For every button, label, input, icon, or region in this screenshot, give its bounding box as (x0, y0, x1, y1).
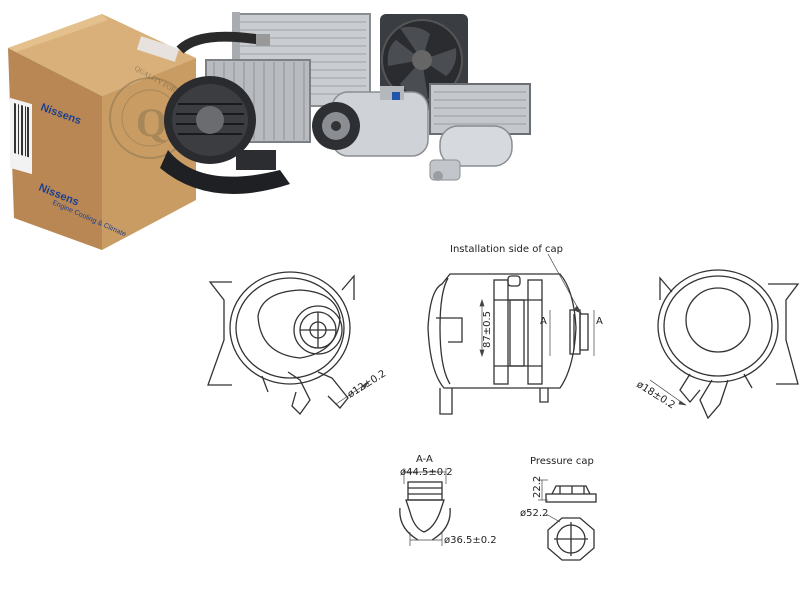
dim-aa-bottom: ø36.5±0.2 (444, 535, 497, 546)
cardboard-box: Nissens Nissens Engine Cooling & Climate… (8, 14, 264, 250)
seal-letter: Q (136, 100, 167, 145)
dim-side-height: 87±0.5 (482, 311, 493, 348)
section-aa-view: A-A ø44.5±0.2 ø36.5±0.2 (399, 454, 497, 546)
dim-cap-diameter: ø52.2 (520, 508, 548, 519)
side-view: Installation side of cap A A 87±0.5 (427, 244, 603, 415)
installation-note: Installation side of cap (450, 244, 563, 255)
blower-motor-part (160, 76, 290, 194)
back-view: ø18±0.2 (634, 269, 800, 420)
product-photo-collage: Nissens Nissens Engine Cooling & Climate… (8, 12, 531, 250)
dim-aa-top: ø44.5±0.2 (400, 467, 453, 478)
dim-front-outlet: ø12±0.2 (346, 368, 388, 400)
section-aa-title: A-A (416, 454, 433, 465)
barcode-label (10, 97, 32, 175)
section-marker-right: A (596, 316, 603, 327)
section-marker-left: A (540, 316, 547, 327)
front-view: ø12±0.2 (207, 271, 388, 416)
box-tape (136, 36, 180, 62)
pressure-cap-view: Pressure cap 22.2 ø52.2 (520, 456, 597, 561)
pressure-cap-title: Pressure cap (530, 456, 594, 467)
dim-cap-height: 22.2 (532, 476, 543, 498)
ac-compressor-part (312, 86, 429, 157)
heater-radiator-part (429, 83, 531, 135)
receiver-drier-part (429, 125, 513, 181)
